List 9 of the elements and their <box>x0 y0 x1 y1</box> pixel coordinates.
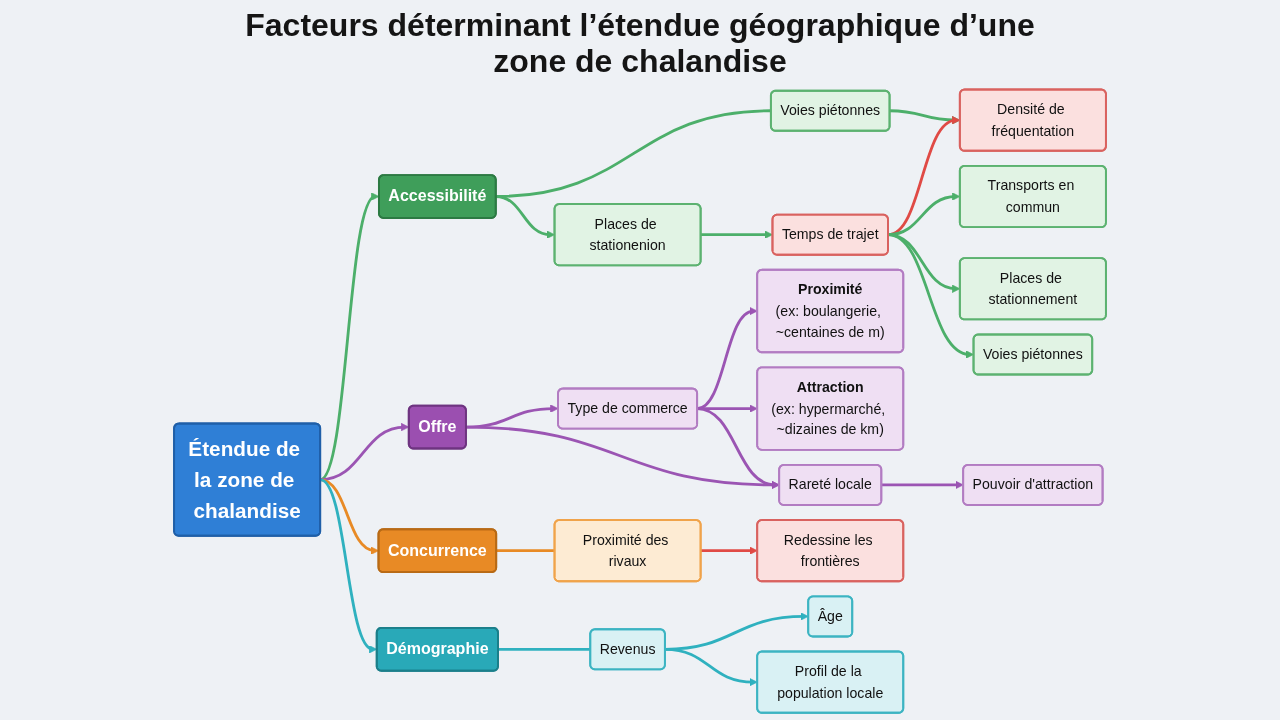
arrow <box>700 230 773 239</box>
connector <box>496 548 555 552</box>
arrow <box>887 232 974 358</box>
arrow <box>664 647 758 686</box>
title: Facteurs déterminant l’étendue géographique d’une zone de chalandise <box>244 8 1036 80</box>
arrow <box>881 480 964 489</box>
arrow <box>700 546 758 555</box>
connector <box>495 109 771 198</box>
connector <box>498 647 591 651</box>
